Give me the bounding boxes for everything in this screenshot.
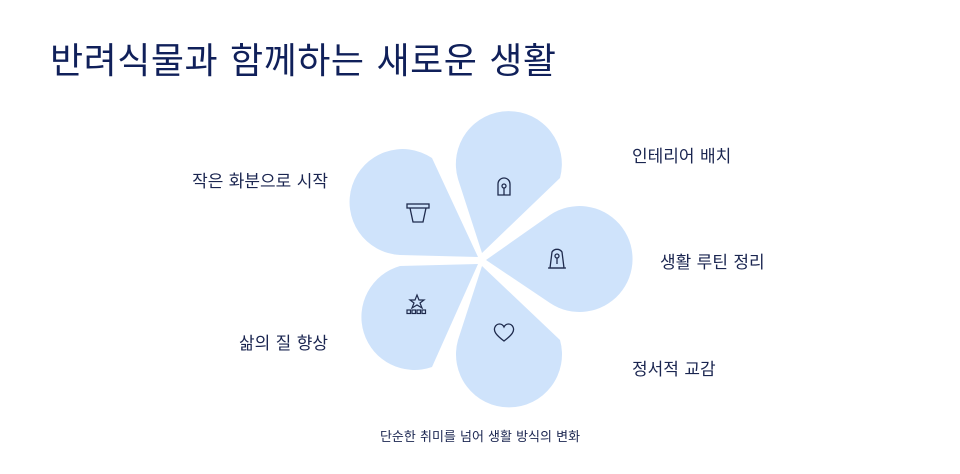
petal-3	[456, 266, 562, 408]
petal-4-shape	[361, 264, 478, 371]
plant-stand-icon	[548, 248, 566, 269]
petal-0	[349, 149, 478, 257]
petal-2-shape	[486, 206, 633, 312]
star-rating-icon	[406, 293, 427, 315]
heart-icon	[493, 323, 515, 342]
petal-2	[486, 206, 633, 312]
petal-4	[361, 264, 478, 371]
label-quality-of-life: 삶의 질 향상	[238, 334, 328, 354]
label-interior-placement: 인테리어 배치	[632, 147, 732, 167]
label-emotional-bond: 정서적 교감	[632, 360, 716, 380]
petal-0-shape	[349, 149, 478, 257]
page-title: 반려식물과 함께하는 새로운 생활	[50, 41, 557, 82]
petal-1-shape	[455, 111, 562, 253]
label-life-routine: 생활 루틴 정리	[660, 253, 765, 273]
caption: 단순한 취미를 넘어 생활 방식의 변화	[379, 430, 581, 445]
door-window-icon	[497, 177, 511, 196]
label-start-small-pot: 작은 화분으로 시작	[192, 172, 328, 192]
petal-1	[455, 111, 562, 253]
flower-pot-icon	[406, 203, 430, 223]
